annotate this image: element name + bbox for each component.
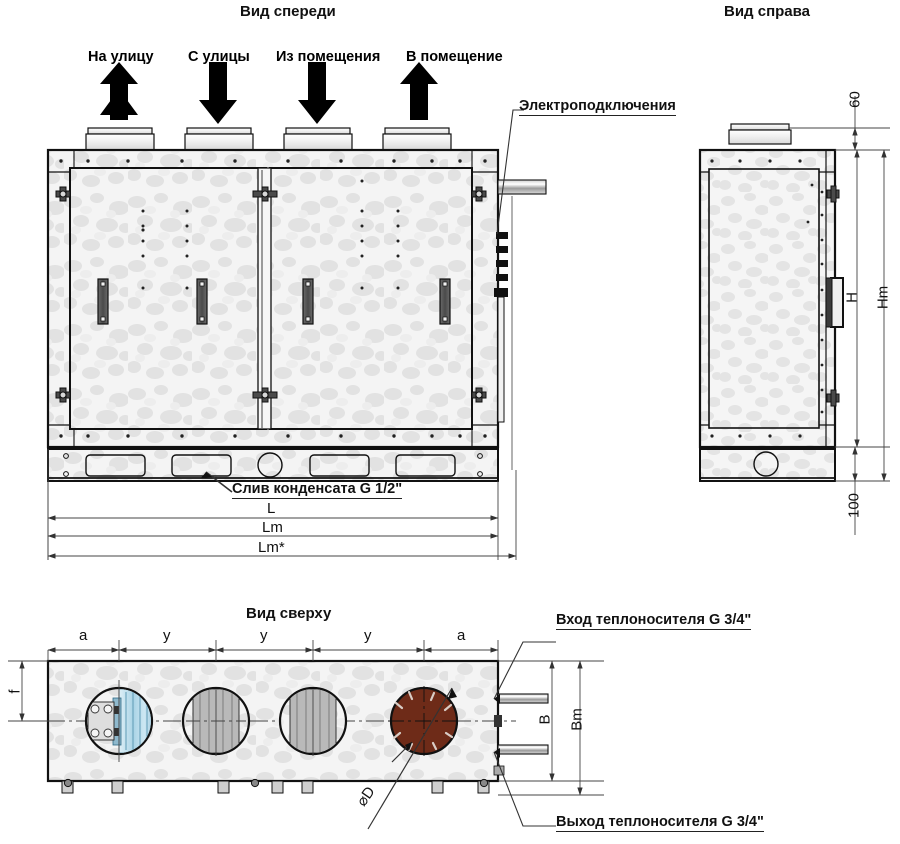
callout-coolant-inlet: Вход теплоносителя G 3/4" (556, 612, 752, 630)
right-door-handle (830, 277, 844, 328)
dim-label-y1: y (163, 627, 171, 644)
dim-label-a1: a (79, 627, 88, 644)
leader-electrical (496, 109, 524, 235)
airflow-label-exhaust-outdoor: На улицу (88, 49, 154, 65)
dim-label-H: H (843, 292, 861, 303)
front-duct-collars (85, 127, 452, 151)
top-view-geometry (8, 640, 604, 830)
callout-electrical: Электроподключения (519, 98, 676, 116)
front-door-handles (97, 278, 451, 325)
coolant-outlet-pipe (497, 744, 549, 755)
top-port-3 (278, 686, 348, 756)
dim-label-f: f (6, 689, 24, 694)
dim-label-100: 100 (845, 492, 863, 519)
dim-label-Lm: Lm (262, 519, 283, 536)
dim-label-y3: y (364, 627, 372, 644)
right-access-panel (708, 168, 820, 429)
leader-coolant-outlet (493, 751, 556, 827)
dim-label-60: 60 (846, 91, 864, 108)
coolant-inlet-pipe (497, 693, 549, 704)
top-view-feet (61, 778, 490, 794)
airflow-label-supply-room: В помещение (406, 49, 503, 65)
arrow-up-1 (100, 62, 138, 120)
leader-coolant-inlet (493, 641, 556, 700)
dim-label-y2: y (260, 627, 268, 644)
front-pipe-stub (497, 179, 547, 195)
arrow-up-4 (400, 62, 438, 120)
view-title-right: Вид справа (724, 3, 811, 20)
view-title-front: Вид спереди (240, 3, 336, 20)
callout-condensate-drain: Слив конденсата G 1/2" (232, 481, 403, 499)
callout-coolant-outlet: Выход теплоносителя G 3/4" (556, 814, 764, 832)
dim-label-L: L (267, 500, 276, 517)
airflow-label-supply-outdoor: С улицы (188, 49, 250, 65)
top-coolant-pipes (493, 693, 549, 776)
top-ports (84, 680, 460, 762)
leader-condensate (205, 471, 233, 493)
arrow-down-3 (298, 62, 336, 124)
dim-label-Hm: Hm (874, 285, 892, 310)
dim-label-B: B (536, 714, 554, 725)
dim-label-a2: a (457, 627, 466, 644)
dim-label-Bm: Bm (568, 708, 586, 731)
view-title-top: Вид сверху (246, 605, 332, 622)
top-port-2 (181, 686, 251, 756)
front-electrical-terminals (494, 232, 508, 423)
right-view-geometry (698, 96, 890, 535)
arrow-down-2 (199, 62, 237, 124)
front-view-geometry (46, 62, 547, 560)
airflow-label-extract-room: Из помещения (276, 49, 381, 65)
dim-label-Lms: Lm* (258, 539, 285, 556)
leader-diameter (367, 687, 453, 830)
front-latches (55, 186, 487, 403)
